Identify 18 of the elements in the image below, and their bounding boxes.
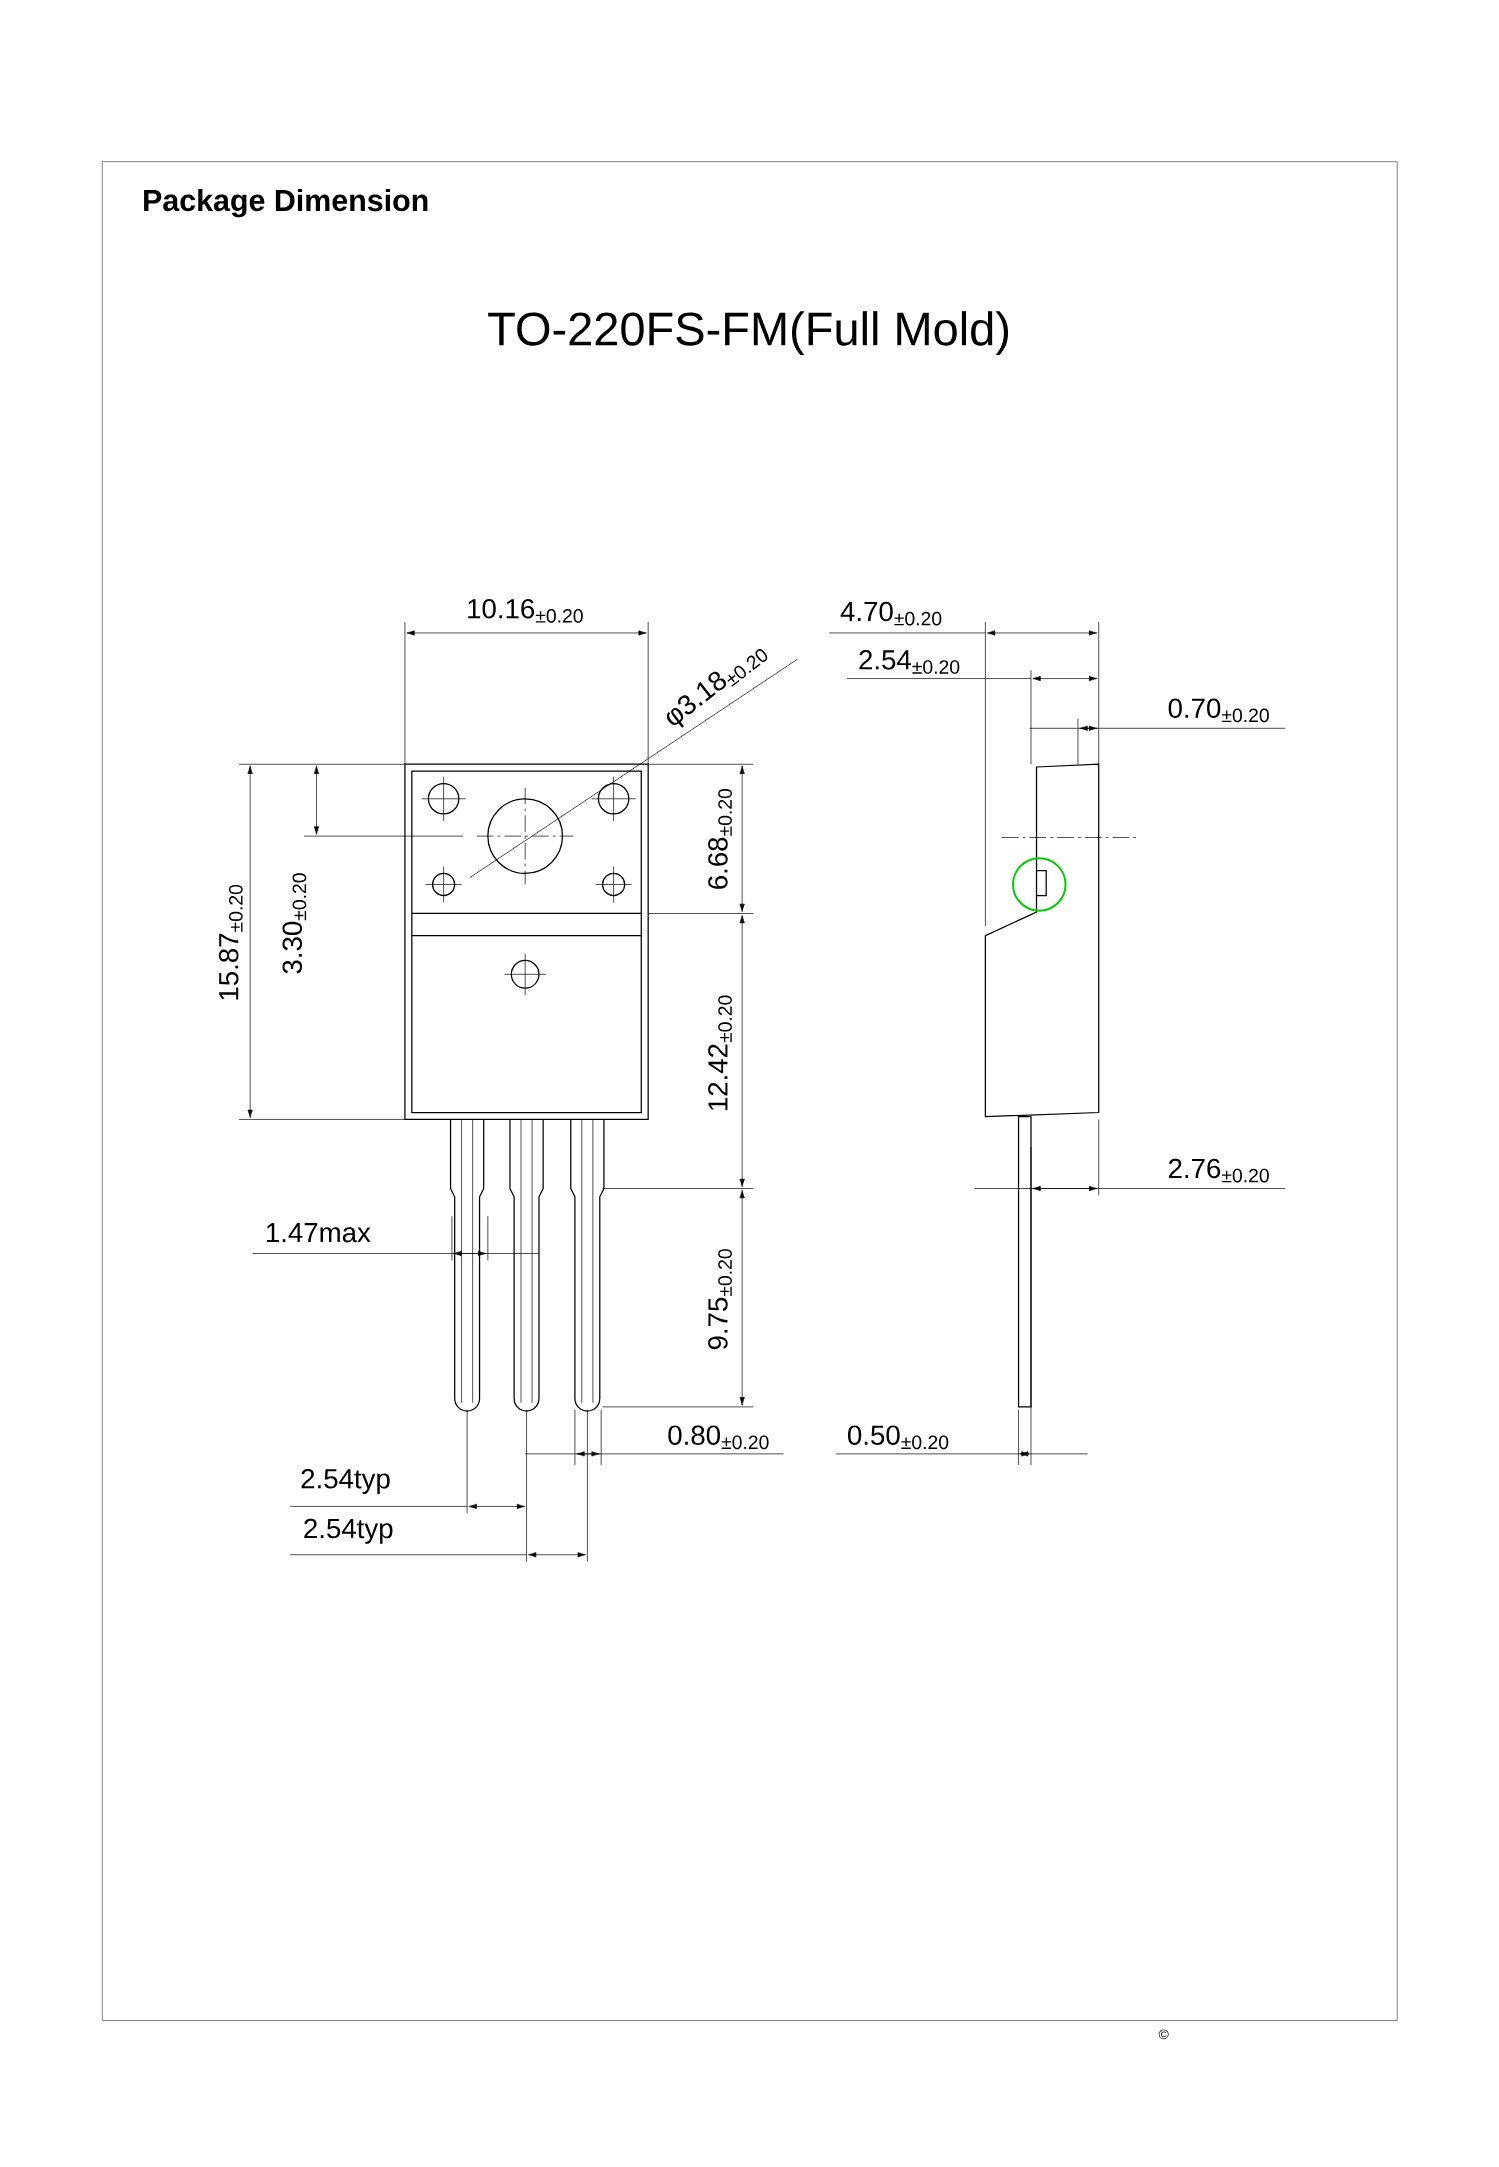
copyright-mark: © xyxy=(1158,2029,1169,2040)
dimension-text: 2.76$_{±0.20}$ xyxy=(1168,1158,1269,1183)
dimension-text: 10.16$_{±0.20}$ xyxy=(467,598,583,623)
dimension-text: 15.87$_{±0.20}$ xyxy=(218,884,243,1000)
dimension-text: 2.54typ xyxy=(301,1469,390,1495)
dimension-text: 12.42$_{±0.20}$ xyxy=(707,995,732,1111)
dimension-text: 4.70$_{±0.20}$ xyxy=(840,601,942,626)
package-name: TO-220FS-FM(Full Mold) xyxy=(487,311,1008,355)
dimension-text: 3.30$_{±0.20}$ xyxy=(282,873,307,974)
dimension-text: 9.75$_{±0.20}$ xyxy=(707,1249,732,1350)
dimension-text: 2.54typ xyxy=(304,1518,393,1544)
heading: Package Dimension xyxy=(143,188,428,218)
dimension-text: 0.80$_{±0.20}$ xyxy=(668,1425,769,1450)
dimension-text: 6.68$_{±0.20}$ xyxy=(707,788,732,889)
dimension-text: 0.70$_{±0.20}$ xyxy=(1168,698,1269,723)
dimension-text: 2.54$_{±0.20}$ xyxy=(859,650,960,674)
dimension-text: 0.50$_{±0.20}$ xyxy=(847,1425,949,1450)
dimension-text: 1.47max xyxy=(266,1223,371,1243)
